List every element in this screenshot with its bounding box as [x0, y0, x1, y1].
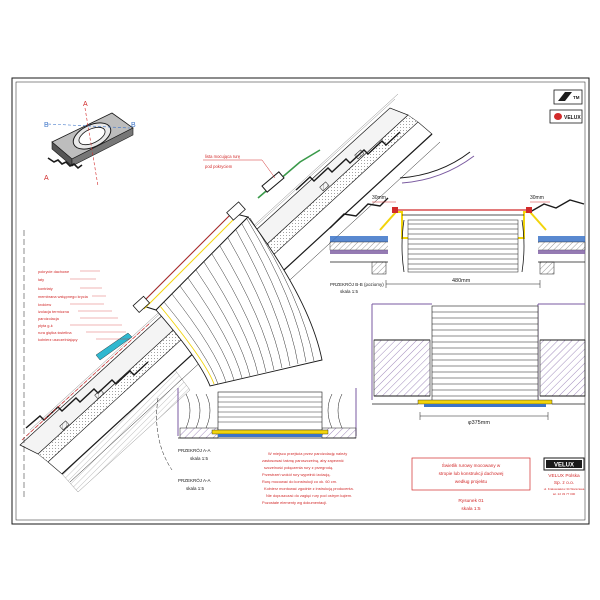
title-block: VELUX VELUX Polska Sp. z o.o. ul. Krakow…	[543, 457, 585, 496]
badge-tm: TM	[573, 95, 580, 100]
brand-badges: TM VELUX	[549, 89, 583, 124]
detail-section-aa: PRZEKRÓJ A-A skala 1:5	[156, 388, 357, 471]
note-box-line-3: według projektu	[455, 479, 488, 484]
dim-30-left: 30mm	[372, 195, 386, 201]
section-aa-2-scale: skala 1:5	[186, 486, 205, 491]
section-aa-1-scale: skala 1:5	[190, 456, 209, 461]
title-sub: Sp. z o.o.	[554, 480, 574, 486]
velux-logo: VELUX	[554, 463, 574, 469]
detail-section-bb: 30mm 30mm 480mm PRZEKRÓJ B-B (poziomy) s…	[329, 195, 586, 294]
note-line-6: Kołnierz montować zgodnie z instrukcją p…	[264, 486, 354, 491]
left-callout-leaders	[70, 270, 130, 340]
sheet-frame-inner	[15, 81, 586, 521]
section-bb-title: PRZEKRÓJ B-B (poziomy)	[330, 281, 384, 287]
note-line-4: Przestrzeń wokół rury wypełnić izolacją.	[262, 472, 331, 477]
drawing-scale: skala 1:5	[461, 506, 481, 512]
note-line-3: szczelność połączenia rury z przegrodą.	[264, 465, 333, 470]
marker-a-top: A	[83, 101, 88, 108]
note-line-2: zastosować taśmę paroszczelną, aby zapew…	[262, 458, 344, 463]
cyan-gasket	[95, 332, 133, 361]
marker-b-left: B	[44, 122, 49, 129]
left-callout-3: kontrłaty	[38, 286, 53, 291]
dim-375: φ375mm	[468, 420, 490, 426]
title-small-2: tel. 22 33 77 000	[553, 492, 576, 496]
left-callout-1: pokrycie dachowe	[38, 269, 69, 274]
roof-battens	[59, 149, 365, 431]
left-callout-5: krokiew	[38, 302, 51, 307]
note-line-5: Rurę mocować do konstrukcji co ok. 60 cm…	[262, 479, 337, 484]
marker-a-bottom: A	[44, 175, 49, 182]
left-callout-8: płyta g-k	[38, 323, 53, 328]
badge-velux: VELUX	[564, 115, 581, 121]
left-callout-9: rura giętka świetlna	[38, 330, 72, 335]
left-callout-2: łaty	[38, 277, 44, 282]
skylight-dome-and-tube	[132, 201, 323, 387]
note-line-8: Pozostałe elementy wg dokumentacji.	[262, 500, 327, 505]
top-callout-line-2: pod pokryciem	[205, 164, 233, 169]
bb-tube-ribs	[407, 219, 519, 273]
tube-ribs	[163, 217, 315, 385]
marker-b-right: B	[131, 122, 136, 129]
left-callout-4: membrana wstępnego krycia	[38, 294, 89, 299]
title-product: VELUX Polska	[548, 473, 580, 479]
note-box-line-1: Świetlik rurowy mocowany w	[442, 461, 501, 468]
note-line-1: W miejscu przejścia przez paroizolację n…	[268, 451, 347, 456]
title-small: ul. Krakowiaków 34 Warszawa	[544, 487, 585, 491]
section-aa-2-title: PRZEKRÓJ A-A	[178, 477, 211, 483]
left-callout-10: kołnierz uszczelniający	[38, 337, 78, 342]
note-line-7: Nie dopuszczać do zagięć rury pod ostrym…	[266, 493, 352, 498]
dim-480: 480mm	[452, 278, 471, 284]
section-aa-1-title: PRZEKRÓJ A-A	[178, 447, 211, 453]
isometric-flashing-view: A A B B	[44, 101, 136, 187]
sheet-frame	[11, 77, 590, 525]
top-callout-line-1: lista mocująca rurę	[205, 154, 241, 159]
note-box-line-2: stropie lub konstrukcji dachowej	[439, 471, 504, 476]
section-bb-scale: skala 1:5	[340, 289, 359, 294]
left-callout-list: pokrycie dachowe łaty kontrłaty membrana…	[38, 269, 89, 342]
top-callout: lista mocująca rurę pod pokryciem	[203, 154, 276, 179]
left-callout-7: paroizolacja	[38, 316, 60, 321]
left-callout-6: izolacja termiczna	[38, 309, 70, 314]
note-box: Świetlik rurowy mocowany w stropie lub k…	[411, 457, 531, 491]
dim-30-right: 30mm	[530, 195, 544, 201]
detail-ceiling-section: φ375mm	[371, 303, 586, 426]
drawing-number: Rysunek 01	[458, 498, 484, 504]
notes-block: W miejscu przejścia przez paroizolację n…	[262, 451, 354, 505]
